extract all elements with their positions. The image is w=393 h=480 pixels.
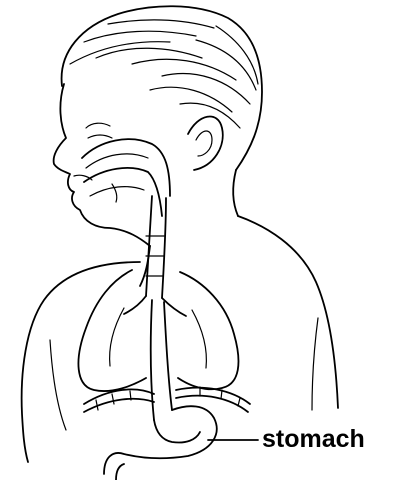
lungs bbox=[78, 270, 238, 391]
throat-passages bbox=[82, 139, 170, 216]
stomach-organ bbox=[104, 406, 217, 480]
neck bbox=[140, 170, 238, 286]
ear bbox=[188, 117, 223, 170]
stomach-label: stomach bbox=[262, 424, 365, 454]
hair bbox=[62, 6, 262, 170]
face bbox=[54, 84, 150, 246]
esophagus-trachea bbox=[124, 196, 186, 420]
